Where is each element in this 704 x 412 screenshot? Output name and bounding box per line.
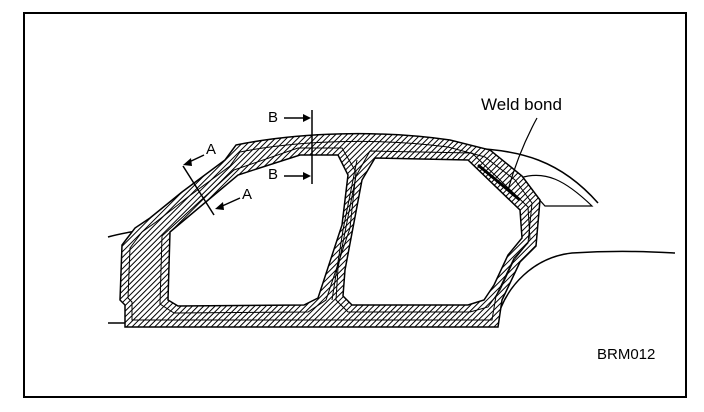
section-b-arrowhead-top: [303, 114, 311, 122]
rear-wheel-arch: [495, 250, 676, 324]
weld-bond-label: Weld bond: [481, 95, 562, 114]
section-a-label-bottom: A: [242, 186, 253, 203]
center-pillar-divider: [331, 159, 358, 301]
section-b-label-bottom: B: [268, 166, 279, 183]
figure-code: BRM012: [597, 346, 656, 363]
weld-bond-bead: [477, 163, 521, 202]
front-window-inner-edge: [159, 147, 357, 314]
section-a-arrowhead-top: [183, 158, 192, 166]
rear-window-inner-edge: [335, 150, 531, 313]
rear-window-line: [518, 174, 594, 207]
section-b-label-top: B: [268, 109, 279, 126]
body-side-outer-panel: [119, 132, 541, 328]
section-a-cut-line: [182, 165, 215, 216]
weld-bond-leader: [507, 117, 538, 191]
section-a-label-top: A: [206, 141, 217, 158]
section-b-arrowhead-bottom: [303, 172, 311, 180]
outer-inner-edge: [127, 140, 533, 321]
section-a-arrowhead-bottom: [215, 202, 224, 210]
